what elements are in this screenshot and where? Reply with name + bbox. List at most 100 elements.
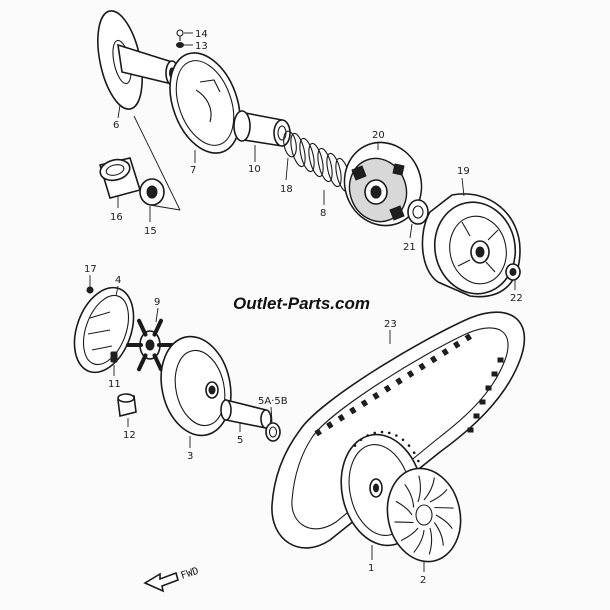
- label-9: 9: [154, 297, 160, 308]
- fan-vane: [433, 522, 444, 546]
- label-12: 12: [123, 430, 136, 441]
- gear-tooth: [366, 434, 369, 437]
- part-5-collar: [220, 398, 272, 429]
- label-18: 18: [280, 184, 293, 195]
- belt-tooth: [372, 392, 380, 400]
- label-22: 22: [510, 293, 523, 304]
- spring-coil: [308, 142, 324, 178]
- fan-vane: [413, 529, 425, 553]
- spring-coil: [317, 147, 333, 183]
- part-17-screw: [86, 286, 94, 294]
- gear-tooth: [373, 431, 377, 435]
- belt-tooth: [337, 413, 346, 422]
- belt-tooth: [429, 355, 438, 364]
- belt-tooth: [314, 428, 322, 437]
- gear-tooth: [401, 438, 405, 442]
- belt-tooth: [467, 427, 474, 433]
- belt-tooth: [326, 421, 334, 429]
- belt-tooth: [497, 357, 504, 363]
- part-11-slider: [110, 351, 118, 363]
- gear-tooth: [387, 431, 391, 435]
- cam-arm: [137, 318, 148, 337]
- gear-tooth: [353, 444, 357, 447]
- fan-vane: [423, 477, 435, 501]
- spring-coil: [290, 132, 306, 168]
- fwd-arrow: FWD: [143, 566, 201, 593]
- fan-vane: [404, 484, 415, 508]
- belt-tooth: [485, 385, 492, 391]
- part-15-bearing: [139, 178, 165, 206]
- belt-tooth: [349, 406, 357, 415]
- part-16-bearing: [98, 157, 142, 199]
- gear-tooth: [395, 434, 398, 437]
- label-8: 8: [320, 208, 326, 219]
- fan-vane: [434, 506, 454, 509]
- label-1: 1: [368, 563, 374, 574]
- cam-arm: [152, 353, 163, 372]
- part-labels: 6 14 13 7 10 18 8 20 19 21 22 16 15 17 4…: [84, 29, 523, 586]
- part-8-spring: [290, 132, 351, 193]
- label-17: 17: [84, 264, 97, 275]
- label-15: 15: [144, 226, 157, 237]
- part-7-plate: [169, 52, 241, 154]
- label-6: 6: [113, 120, 119, 131]
- label-13: 13: [195, 41, 208, 52]
- cam-arm: [137, 353, 148, 372]
- belt-tooth: [453, 340, 461, 349]
- belt-tooth: [395, 377, 403, 386]
- fan-vane: [428, 527, 433, 555]
- spring-coil: [326, 152, 342, 188]
- gear-tooth: [359, 438, 363, 442]
- label-5: 5: [237, 435, 243, 446]
- label-21: 21: [403, 242, 416, 253]
- fan-vane: [417, 475, 421, 503]
- belt-tooth: [473, 413, 480, 419]
- watermark-text: Outlet-Parts.com: [233, 294, 370, 313]
- part-9-cam-plate: [126, 318, 174, 372]
- fan-vane: [429, 488, 448, 503]
- gear-tooth: [407, 444, 411, 447]
- belt-tooth: [464, 333, 472, 342]
- label-23: 23: [384, 319, 397, 330]
- part-21-nut: [407, 199, 429, 225]
- label-5ab: 5A·5B: [258, 396, 288, 407]
- part-3-drive-face: [160, 335, 232, 437]
- label-20: 20: [372, 130, 385, 141]
- part-5ab-washer: [265, 422, 281, 442]
- fan-vane: [395, 500, 413, 516]
- label-3: 3: [187, 451, 193, 462]
- label-16: 16: [110, 212, 123, 223]
- spring-coil: [299, 137, 315, 173]
- leader-lines: [89, 32, 516, 572]
- belt-tooth: [406, 370, 415, 378]
- label-11: 11: [108, 379, 121, 390]
- part-20-clutch-shoe: [343, 141, 423, 227]
- part-22-nut: [505, 263, 521, 281]
- gear-tooth: [380, 430, 384, 434]
- gear-tooth: [417, 459, 420, 463]
- cam-arm: [152, 318, 163, 337]
- belt-tooth: [491, 371, 498, 377]
- part-4-ramp-plate: [73, 286, 135, 374]
- part-2-fan: [386, 467, 462, 563]
- part-10-collar: [233, 110, 291, 147]
- cam-bore: [145, 339, 155, 351]
- part-19-clutch-housing: [421, 193, 521, 298]
- gear-tooth: [412, 451, 416, 455]
- belt-tooth: [479, 399, 486, 405]
- label-7: 7: [190, 165, 196, 176]
- belt-tooth: [441, 348, 449, 356]
- fwd-label: FWD: [180, 566, 201, 582]
- part-23-drive-belt: [271, 311, 526, 549]
- part-6-driven-face: [97, 10, 179, 110]
- belt-tooth: [360, 399, 369, 408]
- part-13-washer: [176, 42, 184, 48]
- label-4: 4: [115, 275, 121, 286]
- part-14-pin: [176, 29, 184, 41]
- fan-vane: [435, 514, 453, 530]
- belt-tooth: [383, 384, 392, 393]
- part-12-roller: [117, 393, 137, 417]
- fan-vane: [394, 521, 414, 524]
- part-18-o-ring: [283, 130, 297, 158]
